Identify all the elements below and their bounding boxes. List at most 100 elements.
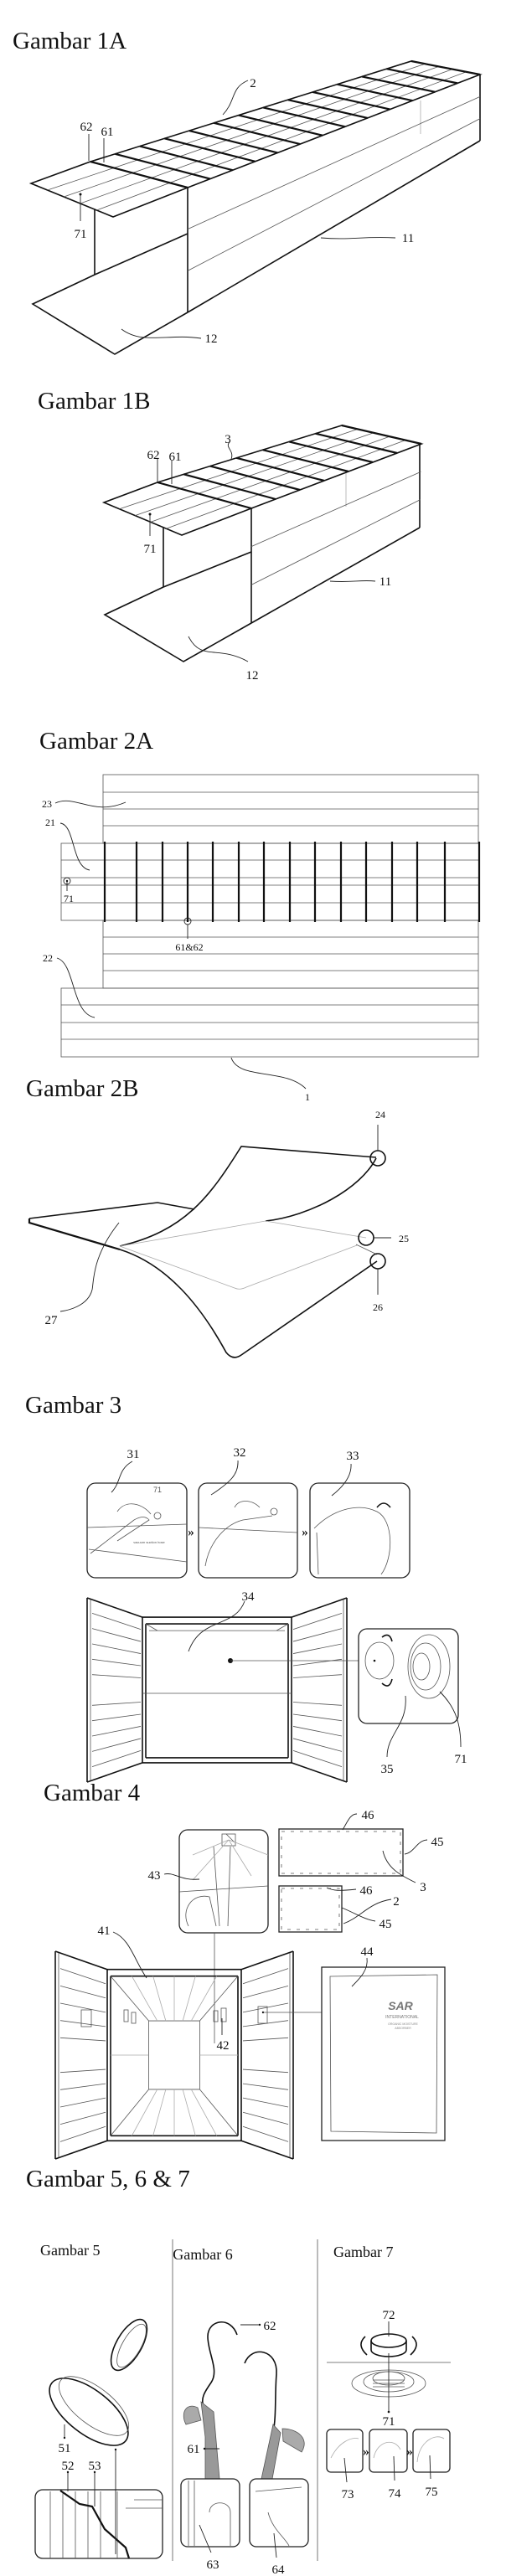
label-72: 72 — [383, 2309, 395, 2322]
mesh-crossbar — [164, 138, 255, 162]
label-port: 71 — [144, 543, 157, 556]
label-3: 3 — [420, 1881, 426, 1894]
label-44: 44 — [361, 1945, 374, 1959]
mesh-crossbar — [157, 482, 251, 508]
arrow-icon: » — [302, 1526, 308, 1539]
perspective-edge — [111, 2089, 149, 2136]
figure-title: Gambar 1A — [13, 28, 126, 54]
liner-fold — [183, 1976, 195, 2021]
absorber-package-44: SAR INTERNATIONAL ORGANIC MOISTURE ABSOR… — [322, 1967, 445, 2141]
door-corrugation — [92, 1613, 141, 1629]
label-strap: 61 — [101, 126, 114, 139]
door-corrugation — [243, 2038, 288, 2041]
label-step-32: 32 — [234, 1446, 246, 1460]
door-corrugation — [293, 1675, 342, 1678]
label-hook: 62 — [80, 121, 93, 134]
figure-title: Gambar 2B — [26, 1075, 139, 1102]
label-62: 62 — [264, 2320, 276, 2333]
label-hook: 62 — [147, 449, 160, 462]
label-26: 26 — [373, 1301, 383, 1313]
door-corrugation — [293, 1750, 342, 1766]
door-corrugation — [293, 1644, 342, 1654]
liner-fold — [153, 2089, 166, 2136]
mesh-crossbar — [316, 434, 397, 453]
label-52: 52 — [62, 2460, 75, 2473]
door-corrugation — [92, 1739, 141, 1751]
step-panel-32 — [199, 1483, 297, 1578]
mesh-panel-3 — [279, 1829, 403, 1876]
door-corrugation — [243, 1986, 288, 1997]
label-24: 24 — [375, 1109, 385, 1121]
mesh-crossbar — [183, 474, 276, 499]
installation-panel-43 — [179, 1830, 268, 1933]
liner-panel — [103, 920, 478, 988]
figure-title: Gambar 4 — [44, 1780, 141, 1806]
door-corrugation — [92, 1659, 141, 1666]
arrow-icon: » — [406, 2445, 413, 2459]
mesh-strand — [96, 72, 466, 210]
label-27: 27 — [45, 1314, 59, 1327]
mesh-crossbar — [342, 425, 421, 444]
label-container: 34 — [242, 1590, 256, 1604]
perspective-edge — [111, 1976, 149, 2021]
threaded-ring-drawing — [39, 2314, 154, 2458]
label-wall: 11 — [402, 232, 414, 245]
door-corrugation — [60, 1986, 106, 1997]
door-corrugation — [60, 2069, 106, 2073]
door-corrugation — [60, 2021, 106, 2027]
door-corrugation — [92, 1750, 141, 1766]
label-64: 64 — [272, 2563, 286, 2576]
door-corrugation — [60, 2112, 106, 2124]
liner-fold — [183, 2089, 195, 2136]
figure-title: Gambar 3 — [25, 1392, 121, 1419]
label-port: 71 — [64, 893, 74, 904]
door-corrugation — [92, 1702, 141, 1705]
hose-note: vacuum suction hose — [133, 1540, 165, 1544]
perspective-edge — [276, 1624, 288, 1631]
sar-logo: SAR — [388, 1999, 413, 2012]
layered-sheet-drawing — [29, 1146, 385, 1358]
door-corrugation — [92, 1726, 141, 1736]
label-74: 74 — [389, 2487, 402, 2501]
arrow-icon: » — [188, 1526, 194, 1539]
figure-3: Gambar 3 vacuum suction hose » » 31 32 3… — [25, 1392, 467, 1782]
label-51: 51 — [59, 2442, 71, 2455]
perspective-edge — [199, 1976, 238, 2021]
label-top: 23 — [42, 798, 52, 810]
step-panel-31: vacuum suction hose — [87, 1483, 187, 1578]
door-corrugation — [243, 2126, 288, 2141]
figure-2b: Gambar 2B 24 25 26 27 — [26, 1075, 409, 1358]
door-corrugation — [60, 2098, 106, 2107]
door-edge — [241, 1951, 293, 1970]
logo-line-3: ABSORBER — [395, 2027, 411, 2030]
mesh-crossbar — [115, 154, 209, 179]
figure-1a: Gambar 1A 2 62 61 71 11 12 — [13, 28, 480, 354]
label-mesh: 2 — [250, 77, 256, 90]
label-bottom: 22 — [43, 952, 53, 964]
label-detail: 35 — [381, 1763, 394, 1776]
door-edge — [55, 1951, 107, 1970]
label-25: 25 — [399, 1233, 409, 1244]
label-45b: 45 — [380, 1918, 392, 1931]
label-45a: 45 — [431, 1836, 444, 1849]
door-corrugation — [243, 2098, 288, 2107]
figure-2a: Gambar 2A 23 21 71 61&62 22 1 — [39, 728, 479, 1103]
label-floor: 12 — [205, 332, 218, 346]
label-53: 53 — [89, 2460, 101, 2473]
door-corrugation — [60, 2084, 106, 2089]
container-liner-perspective-1a — [31, 61, 480, 354]
label-wall: 11 — [380, 575, 391, 589]
figure-7: Gambar 7 » » 72 71 73 — [327, 2244, 451, 2501]
door-corrugation — [92, 1714, 141, 1721]
mesh-strand — [135, 433, 374, 516]
detail-panel-35 — [359, 1629, 458, 1723]
door-corrugation — [293, 1739, 342, 1751]
figure-6: Gambar 6 62 61 63 64 — [173, 2246, 308, 2576]
figure-5-title: Gambar 5 — [40, 2242, 100, 2259]
door-corrugation — [92, 1644, 141, 1654]
mesh-crossbar — [312, 92, 390, 110]
wall-fold-line — [188, 96, 480, 229]
figure-title: Gambar 5, 6 & 7 — [26, 2166, 190, 2192]
figure-title: Gambar 1B — [38, 388, 151, 415]
